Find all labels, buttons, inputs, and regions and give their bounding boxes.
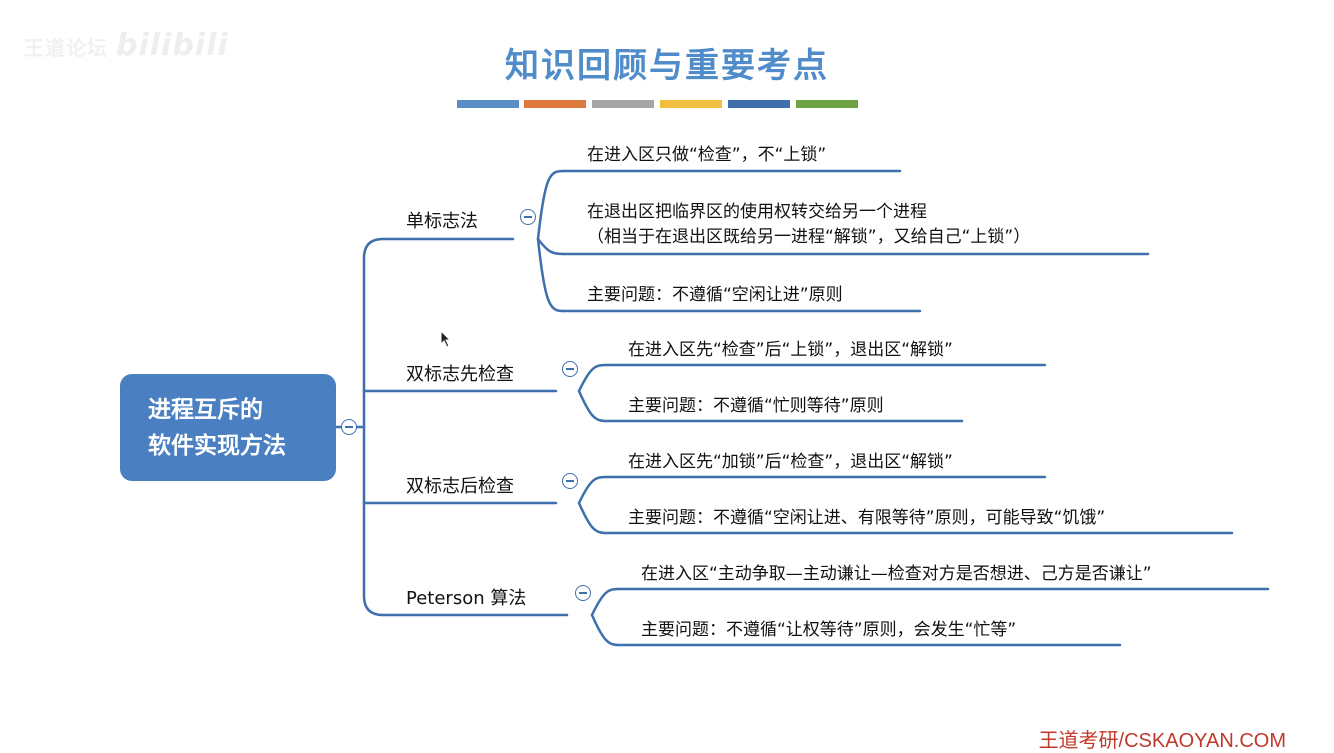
leaf-dual-check-after-1: 在进入区先“加锁”后“检查”，退出区“解锁”: [628, 452, 953, 472]
mouse-cursor-icon: [440, 330, 452, 348]
collapse-branch-icon[interactable]: [520, 209, 536, 225]
leaf-dual-check-first-2: 主要问题：不遵循“忙则等待”原则: [628, 396, 884, 416]
color-bar: [728, 100, 790, 108]
leaf-single-flag-1: 在进入区只做“检查”，不“上锁”: [587, 145, 827, 165]
leaf-connector: [590, 587, 620, 617]
color-bar: [457, 100, 519, 108]
root-node[interactable]: 进程互斥的 软件实现方法: [120, 374, 336, 481]
collapse-branch-icon[interactable]: [562, 361, 578, 377]
leaf-peterson-1: 在进入区“主动争取—主动谦让—检查对方是否想进、己方是否谦让”: [641, 564, 1152, 584]
watermark: 王道论坛 bilibili: [24, 28, 229, 63]
color-bar: [524, 100, 586, 108]
leaf-connector: [536, 237, 565, 313]
leaf-dual-check-first-1: 在进入区先“检查”后“上锁”，退出区“解锁”: [628, 340, 953, 360]
root-label-line2: 软件实现方法: [148, 433, 286, 459]
leaf-connector: [577, 389, 607, 423]
leaf-connector: [577, 501, 607, 535]
root-label-line1: 进程互斥的: [148, 397, 263, 423]
page-title: 知识回顾与重要考点: [505, 46, 829, 86]
color-bar: [592, 100, 654, 108]
watermark-text: 王道论坛: [24, 36, 108, 60]
branch-peterson[interactable]: Peterson 算法: [406, 588, 527, 609]
leaf-peterson-2: 主要问题：不遵循“让权等待”原则，会发生“忙等”: [641, 620, 1017, 640]
collapse-branch-icon[interactable]: [562, 473, 578, 489]
branch-dual-flag-check-first[interactable]: 双标志先检查: [406, 364, 514, 385]
collapse-branch-icon[interactable]: [575, 585, 591, 601]
branch-dual-flag-check-after[interactable]: 双标志后检查: [406, 476, 514, 497]
leaf-single-flag-2-line1: 在退出区把临界区的使用权转交给另一个进程: [587, 202, 927, 222]
bilibili-logo: bilibili: [116, 28, 229, 63]
leaf-connector: [577, 363, 607, 393]
leaf-connector: [590, 613, 620, 647]
leaf-connector: [536, 237, 565, 256]
branch-single-flag[interactable]: 单标志法: [406, 211, 478, 232]
color-bar: [796, 100, 858, 108]
collapse-root-icon[interactable]: [341, 419, 357, 435]
footer-brand: 王道考研/CSKAOYAN.COM: [1038, 730, 1286, 752]
leaf-connector: [536, 169, 565, 241]
leaf-single-flag-3: 主要问题：不遵循“空闲让进”原则: [587, 285, 843, 305]
color-bar: [660, 100, 722, 108]
leaf-dual-check-after-2: 主要问题：不遵循“空闲让进、有限等待”原则，可能导致“饥饿”: [628, 508, 1106, 528]
leaf-single-flag-2-line2: （相当于在退出区既给另一进程“解锁”，又给自己“上锁”）: [587, 227, 1031, 247]
trunk-line: [362, 237, 385, 617]
leaf-connector: [577, 475, 607, 505]
